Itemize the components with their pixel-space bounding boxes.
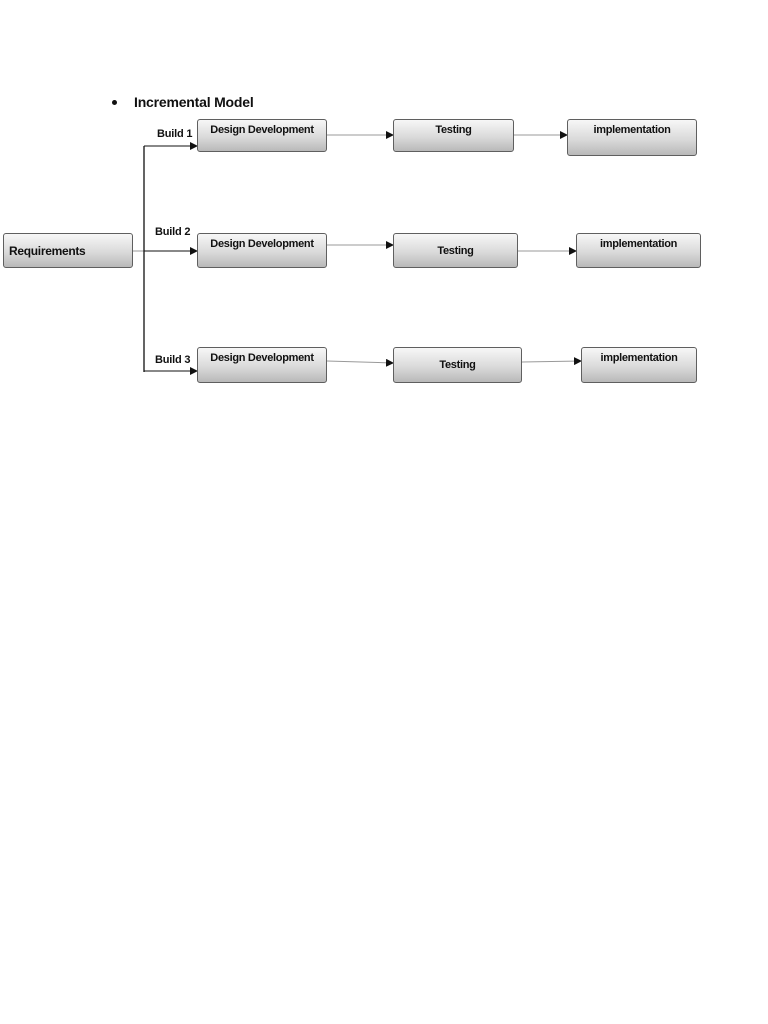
build-3-testing-to-implementation-arrow <box>521 357 582 366</box>
heading-text: Incremental Model <box>134 94 254 110</box>
build-3-implementation-box: implementation <box>581 347 697 383</box>
build-1-design-box: Design Development <box>197 119 327 152</box>
build-1-implementation-box: implementation <box>567 119 697 156</box>
build-1-testing-box: Testing <box>393 119 514 152</box>
build-2-testing-box: Testing <box>393 233 518 268</box>
build-2-implementation-box: implementation <box>576 233 701 268</box>
build-2-label: Build 2 <box>155 226 191 238</box>
build-1-label: Build 1 <box>157 128 193 140</box>
bullet-icon <box>112 99 117 105</box>
build-3-testing-box: Testing <box>393 347 522 383</box>
build-3-design-box: Design Development <box>197 347 327 383</box>
build-3-design-to-testing-arrow <box>326 358 394 367</box>
section-heading: Incremental Model <box>112 92 254 112</box>
build-2-design-box: Design Development <box>197 233 327 268</box>
build-3-label: Build 3 <box>155 354 191 366</box>
requirements-box: Requirements <box>3 233 133 268</box>
